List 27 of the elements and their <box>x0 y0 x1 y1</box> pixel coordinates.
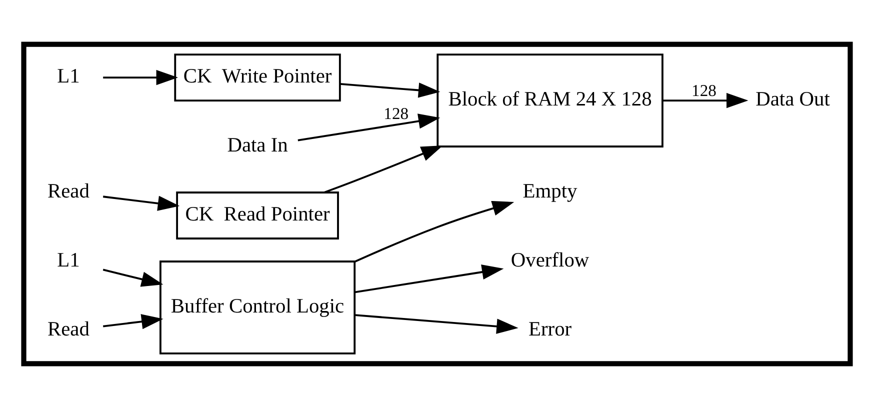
node-box: Buffer Control Logic <box>160 260 356 354</box>
node-text: Overflow <box>510 248 590 271</box>
arrow <box>103 69 178 85</box>
arrow <box>354 200 514 262</box>
node-box: Block of RAM 24 X 128 <box>436 53 664 147</box>
edge-label: 128 <box>692 80 716 100</box>
arrow <box>102 314 164 329</box>
node-text: Read <box>47 180 90 202</box>
arrow <box>298 113 440 141</box>
arrow <box>662 92 748 108</box>
arrow <box>324 144 443 193</box>
node-text: L1 <box>57 248 80 271</box>
arrow <box>102 195 180 210</box>
node-text: Error <box>528 318 572 340</box>
node-text: L1 <box>57 64 80 87</box>
edge-label: 128 <box>384 103 409 122</box>
arrow <box>354 314 518 334</box>
node-text: Data Out <box>756 88 830 110</box>
arrow <box>340 82 440 98</box>
node-box: CK Read Pointer <box>176 191 339 239</box>
node-text: Empty <box>522 180 578 202</box>
arrow <box>354 264 504 293</box>
node-box: CK Write Pointer <box>174 53 341 101</box>
node-text: Read <box>47 318 90 340</box>
cluster <box>21 41 853 366</box>
node-text: Data In <box>227 134 288 156</box>
arrow <box>102 268 164 286</box>
